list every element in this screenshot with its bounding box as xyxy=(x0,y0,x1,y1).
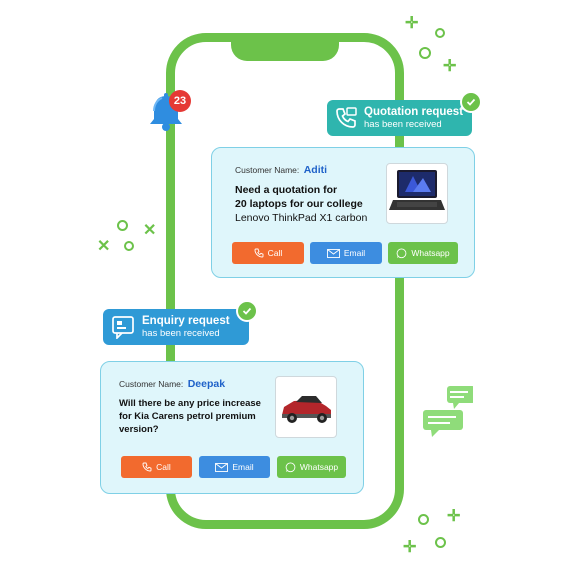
circle-decoration xyxy=(435,537,446,548)
sparkle-icon: ✛ xyxy=(447,508,461,525)
tag-title: Quotation request xyxy=(364,106,464,118)
customer-name: Deepak xyxy=(187,378,226,390)
tag-subtitle: has been received xyxy=(364,119,442,130)
laptop-image xyxy=(386,163,448,224)
circle-decoration xyxy=(418,514,429,525)
mail-icon xyxy=(326,248,340,258)
customer-name: Aditi xyxy=(303,164,328,176)
circle-decoration xyxy=(124,241,134,251)
circle-decoration xyxy=(419,47,431,59)
quotation-message: Need a quotation for 20 laptops for our … xyxy=(235,184,368,224)
whatsapp-icon xyxy=(397,247,407,258)
mail-icon xyxy=(215,462,229,472)
quotation-card: Customer Name: Aditi Need a quotation fo… xyxy=(211,147,475,278)
whatsapp-button[interactable]: Whatsapp xyxy=(277,456,346,478)
tag-title: Enquiry request xyxy=(142,315,230,327)
sparkle-icon: ✛ xyxy=(403,539,417,556)
car-image xyxy=(275,376,337,438)
phone-chat-icon xyxy=(334,106,358,130)
customer-name-label: Customer Name: xyxy=(119,379,184,389)
sparkle-icon: ✛ xyxy=(405,15,419,32)
quotation-request-tag: Quotation request has been received xyxy=(327,100,472,136)
whatsapp-icon xyxy=(285,461,296,472)
sparkle-icon: ✕ xyxy=(97,238,111,255)
circle-decoration xyxy=(117,220,128,231)
enquiry-request-tag: Enquiry request has been received xyxy=(103,309,249,345)
phone-icon xyxy=(142,462,152,472)
tag-subtitle: has been received xyxy=(142,328,220,339)
notification-badge: 23 xyxy=(169,90,191,112)
check-icon xyxy=(236,300,258,322)
customer-name-label: Customer Name: xyxy=(235,165,300,175)
enquiry-message: Will there be any price increase for Kia… xyxy=(119,398,261,435)
email-button[interactable]: Email xyxy=(199,456,270,478)
sparkle-icon: ✛ xyxy=(443,58,457,75)
email-button[interactable]: Email xyxy=(310,242,382,264)
call-button[interactable]: Call xyxy=(121,456,192,478)
enquiry-card: Customer Name: Deepak Will there be any … xyxy=(100,361,364,494)
phone-notch xyxy=(231,33,339,61)
chat-bubbles-icon xyxy=(423,386,475,438)
chat-icon xyxy=(111,315,135,339)
phone-icon xyxy=(254,248,264,258)
circle-decoration xyxy=(435,28,445,38)
call-button[interactable]: Call xyxy=(232,242,304,264)
check-icon xyxy=(460,91,482,113)
sparkle-icon: ✕ xyxy=(143,222,157,239)
whatsapp-button[interactable]: Whatsapp xyxy=(388,242,458,264)
